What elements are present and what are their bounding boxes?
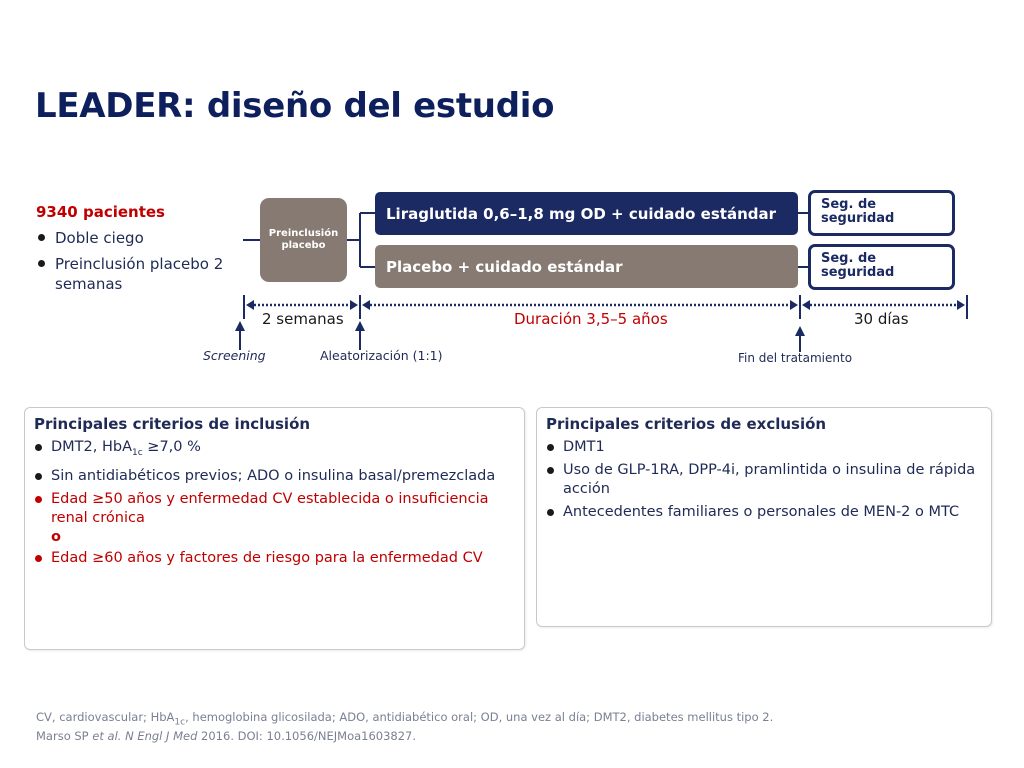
patient-summary: 9340 pacientes Doble ciego Preinclusión … [36, 202, 246, 300]
page-title: LEADER: diseño del estudio [35, 86, 555, 126]
arm-liraglutide: Liraglutida 0,6–1,8 mg OD + cuidado está… [375, 192, 798, 235]
run-in-box: Preinclusión placebo [260, 198, 347, 282]
timeline-duration-label: Duración 3,5–5 años [514, 310, 668, 328]
randomization-arrowhead [355, 321, 365, 331]
inclusion-item-prior-therapy: Sin antidiabéticos previos; ADO o insuli… [34, 467, 516, 486]
randomization-label: Aleatorización (1:1) [320, 348, 443, 363]
safety-followup-liraglutide: Seg. de seguridad [808, 190, 955, 236]
end-treatment-arrowhead [795, 326, 805, 336]
timeline-arrowhead [362, 300, 370, 310]
inclusion-item-age60: Edad ≥60 años y factores de riesgo para … [34, 549, 516, 568]
arm-placebo: Placebo + cuidado estándar [375, 245, 798, 288]
exclusion-criteria-panel: Principales criterios de exclusión DMT1 … [536, 407, 992, 627]
timeline-arrowhead [802, 300, 810, 310]
timeline-arrowhead [957, 300, 965, 310]
exclusion-heading: Principales criterios de exclusión [546, 415, 827, 433]
patient-bullet-blinding: Doble ciego [36, 228, 246, 248]
inclusion-item-age50: Edad ≥50 años y enfermedad CV establecid… [34, 490, 516, 528]
inclusion-or: o [51, 528, 61, 545]
exclusion-item-men2: Antecedentes familiares o personales de … [546, 503, 983, 522]
exclusion-list: DMT1 Uso de GLP-1RA, DPP-4i, pramlintida… [546, 438, 983, 522]
footnote-reference: Marso SP et al. N Engl J Med 2016. DOI: … [36, 729, 417, 744]
inclusion-list: DMT2, HbA1c ≥7,0 % Sin antidiabéticos pr… [34, 438, 516, 528]
screening-label: Screening [203, 348, 266, 363]
timeline-arrowhead [246, 300, 254, 310]
footnote: CV, cardiovascular; HbA1c, hemoglobina g… [36, 710, 966, 743]
exclusion-item-medications: Uso de GLP-1RA, DPP-4i, pramlintida o in… [546, 461, 983, 499]
design-connectors [235, 212, 968, 352]
inclusion-heading: Principales criterios de inclusión [34, 415, 311, 433]
patient-bullets: Doble ciego Preinclusión placebo 2 seman… [36, 228, 246, 294]
timeline-arrowhead [790, 300, 798, 310]
timeline-arrowhead [350, 300, 358, 310]
end-of-treatment-label: Fin del tratamiento [738, 351, 853, 365]
timeline-followup-label: 30 días [854, 310, 909, 328]
footnote-abbreviations: CV, cardiovascular; HbA1c, hemoglobina g… [36, 710, 774, 728]
safety-followup-placebo: Seg. de seguridad [808, 244, 955, 290]
inclusion-item-dmt2: DMT2, HbA1c ≥7,0 % [34, 438, 516, 463]
exclusion-item-dmt1: DMT1 [546, 438, 983, 457]
screening-arrowhead [235, 321, 245, 331]
timeline-run-in-label: 2 semanas [262, 310, 344, 328]
patient-count: 9340 pacientes [36, 203, 165, 221]
patient-bullet-run-in: Preinclusión placebo 2 semanas [36, 254, 246, 294]
inclusion-criteria-panel: Principales criterios de inclusión DMT2,… [24, 407, 525, 650]
